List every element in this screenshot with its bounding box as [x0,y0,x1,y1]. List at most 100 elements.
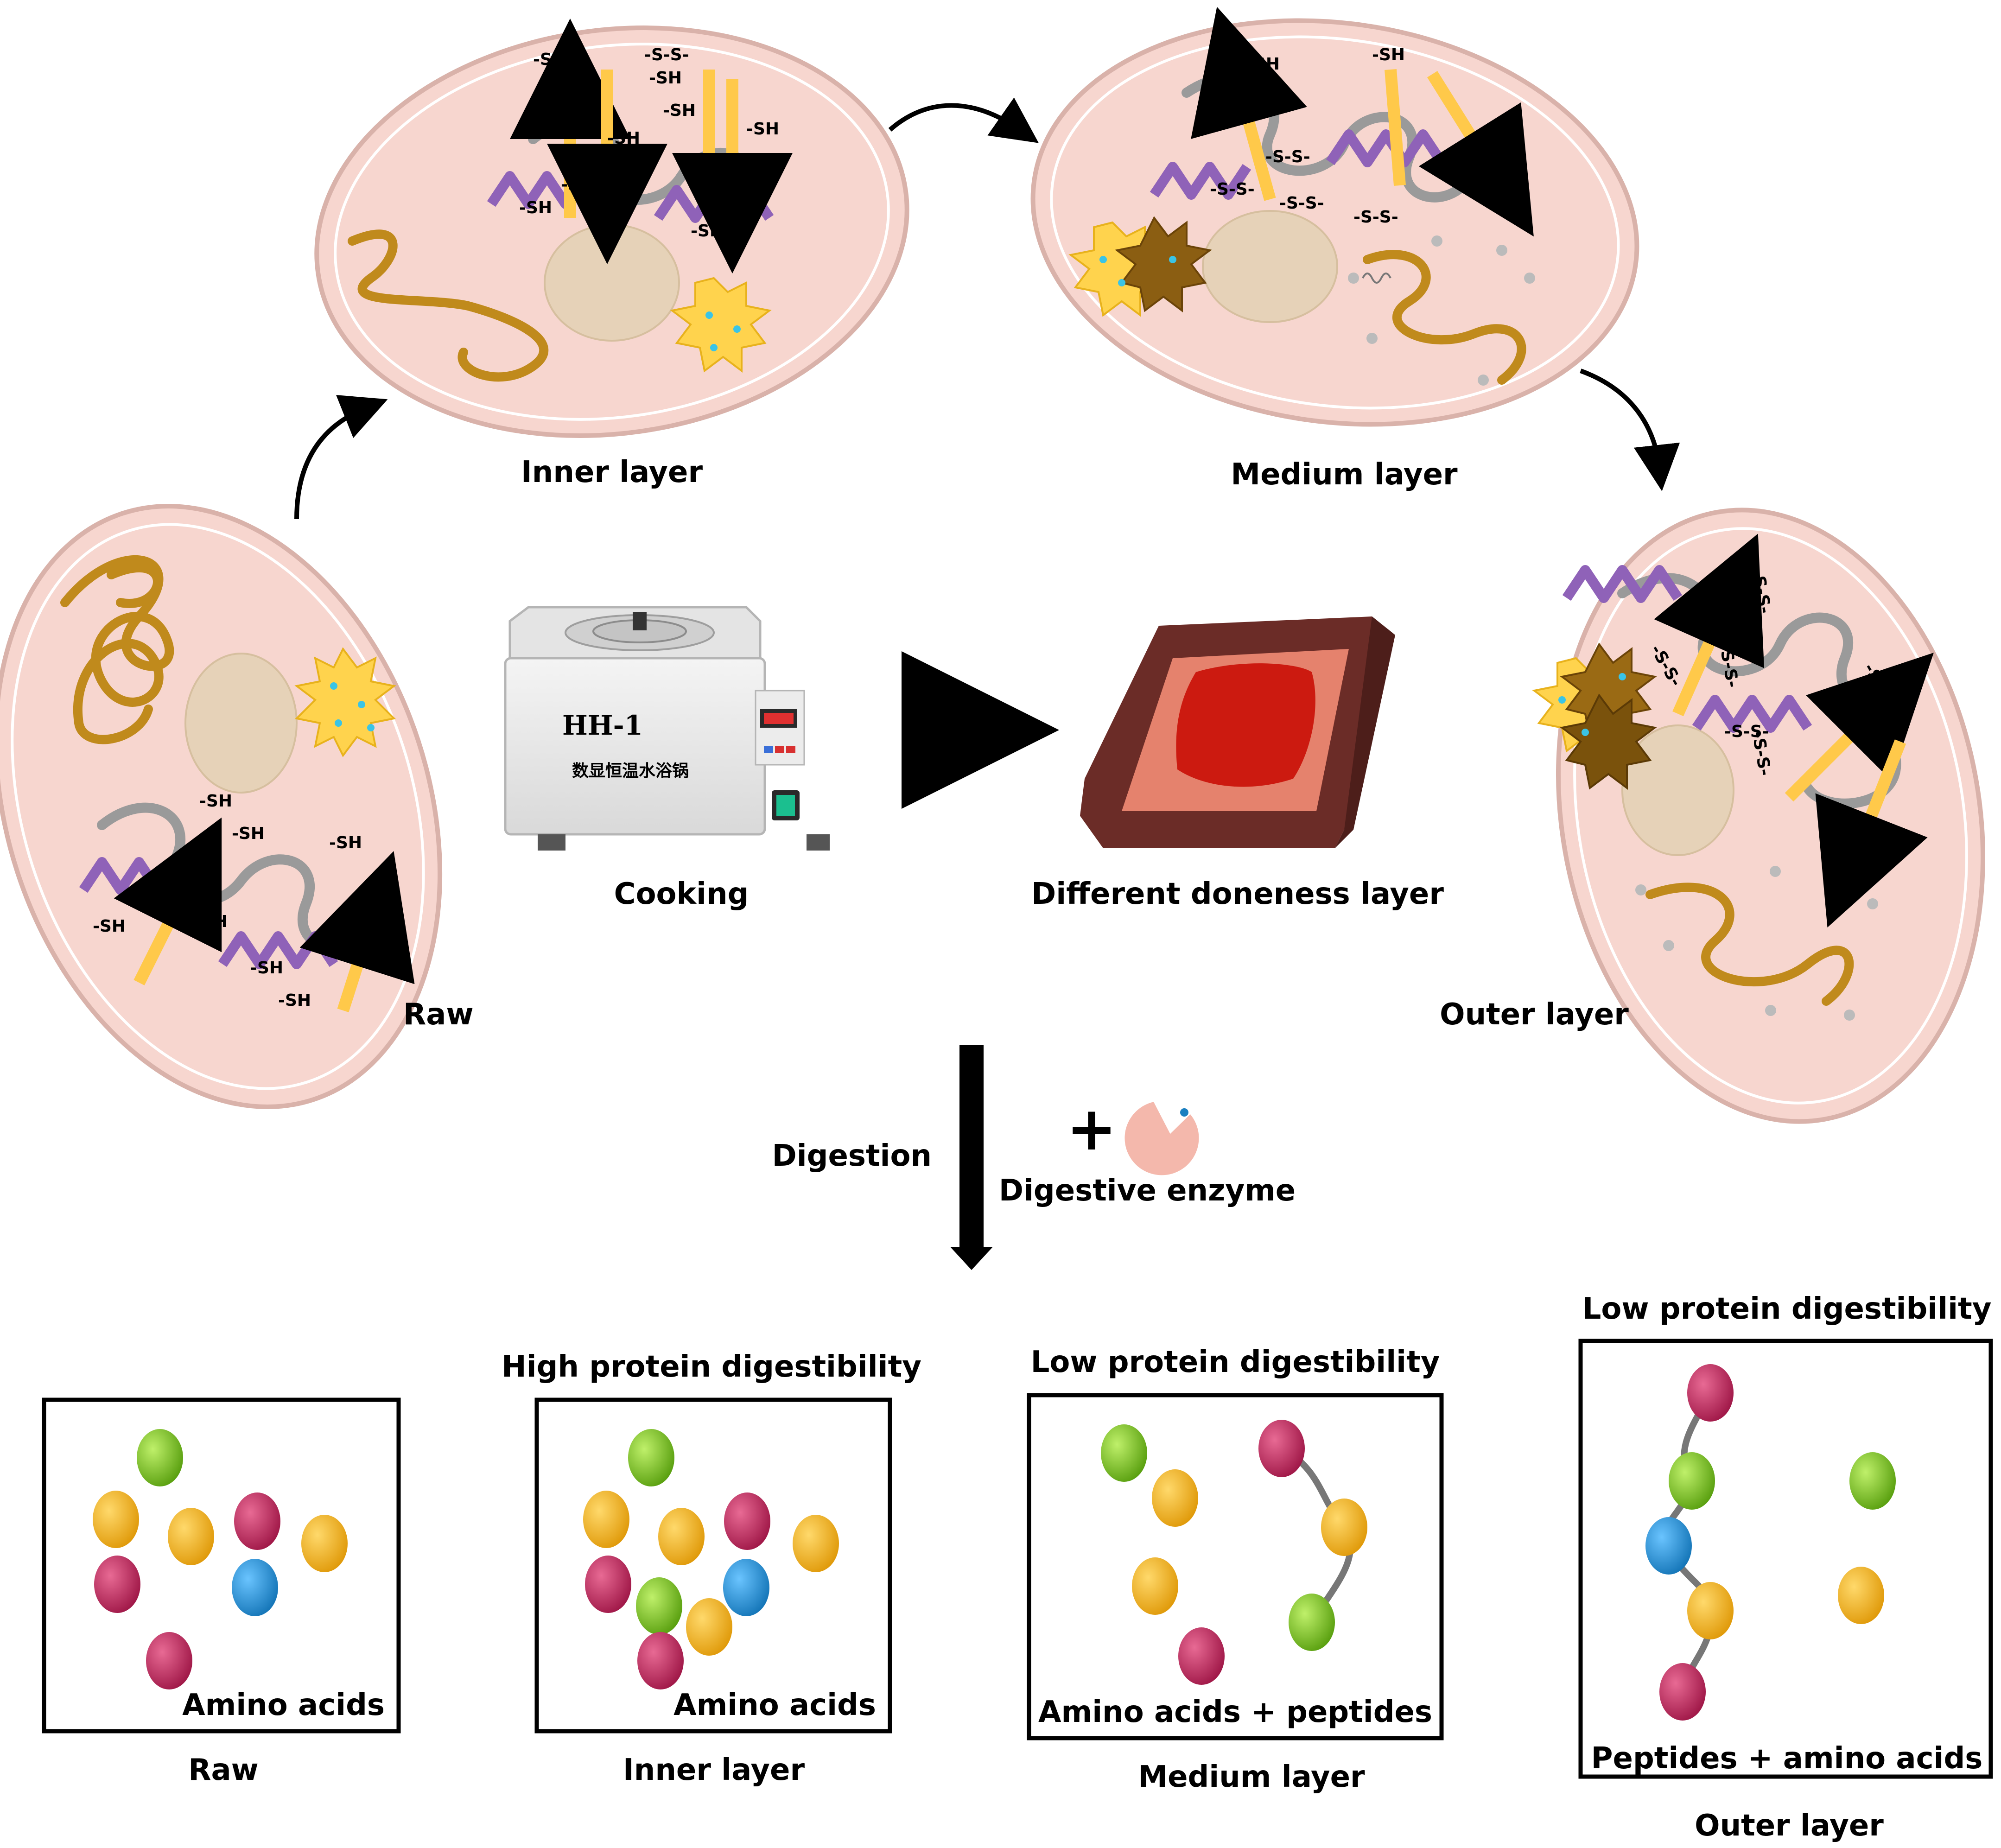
digestibility-header: High protein digestibility [502,1350,921,1384]
amino-acid-orange [1132,1557,1178,1615]
amino-acid-blue [723,1559,769,1616]
result-raw: Amino acids Raw [42,1397,401,1787]
meat-doneness-illustration: Different doneness layer [1031,616,1444,911]
result-box [1027,1393,1444,1740]
amino-acid-cluster [93,1429,348,1689]
thiol-bond-label: -SH [250,959,283,978]
amino-acid-orange [1152,1469,1198,1527]
nucleus [1621,724,1734,856]
disulfide-bond-label: -S-S- [644,45,689,64]
thiol-bond-label: -SH [329,833,362,852]
cell-inner-ring [1050,35,1620,410]
thiol-bond-label: -SH [663,101,696,120]
amino-acid-green [1101,1424,1147,1482]
digestion-arrow-head [950,1247,993,1270]
digestion-step: Digestion + Digestive enzyme [772,1045,1296,1270]
lipid-droplet [294,647,396,757]
display-digits [764,713,794,724]
amino-acid-orange [168,1508,214,1565]
amino-acid-cluster [1838,1452,1896,1624]
nucleus [544,224,680,342]
amino-acid-green [137,1429,183,1486]
bath-foot [807,834,830,851]
oxidized-protein-strand [1635,866,1878,1021]
result-box [534,1397,892,1734]
bath-foot [538,834,565,851]
digestive-enzyme-label: Digestive enzyme [999,1174,1296,1208]
thiol-bond-label: -SH [746,120,779,139]
digestibility-header: Low protein digestibility [1582,1292,1992,1326]
disulfide-bond-label: -S-S- [1247,92,1292,111]
result-caption: Inner layer [623,1753,805,1787]
cell-label-outer: Outer layer [1440,997,1629,1032]
thiol-bond-label: -SH [561,175,594,194]
amino-acid-red [1687,1364,1734,1422]
folded-protein [1150,6,1534,237]
amino-acid-orange [1838,1567,1884,1624]
disulfide-bond-label: -S-S- [1849,718,1894,737]
amino-acid-red [1659,1663,1706,1721]
digestibility-header: Low protein digestibility [1031,1345,1440,1379]
tangled-protein-strand [60,555,174,744]
bath-model-label: HH-1 [562,710,643,741]
amino-acid-orange [658,1508,705,1565]
power-switch-rocker [776,795,795,816]
cell-medium: -SH -SH -S-S- -S-S- -S-S- -S-S- -S-S- Me… [1030,6,1639,492]
amino-acid-blue [232,1559,278,1616]
arrow-medium-to-outer [1580,368,1680,491]
oxidized-lipid [1532,642,1657,790]
cell-inner: -SH -SH -SH -SH -SH -SH -SH -SH -SH -S-S… [314,19,909,489]
result-box [1578,1339,1993,1779]
meat-inner-layer [1176,663,1315,787]
cell-membrane [0,504,443,1109]
thiol-bond-label: -SH [199,792,232,811]
arrow-raw-to-inner [294,395,388,520]
amino-acid-red [585,1556,631,1613]
disulfide-bond-label: -S-S- [1279,194,1324,213]
result-medium: Low protein digestibility Amino acids + … [1027,1345,1444,1794]
lipid-droplet [670,277,772,373]
amino-acid-cluster [583,1429,839,1689]
plus-sign: + [1067,1093,1117,1164]
doneness-label: Different doneness layer [1031,877,1444,911]
meat-side-face [1335,616,1395,848]
thiol-bond-label: -SH [1372,45,1405,64]
amino-acid-orange [1321,1499,1367,1556]
result-caption: Raw [188,1753,259,1787]
disulfide-bond-label: -S-S- [1724,722,1769,741]
thiol-bond-label: -SH [93,917,126,936]
amino-acid-green [628,1429,674,1486]
disulfide-bond-label: -S-S- [1265,147,1310,166]
enzyme-eye [1180,1108,1188,1117]
result-content-label: Amino acids [182,1688,385,1722]
thiol-bond-label: -SH [519,198,552,217]
amino-acid-red [637,1632,684,1689]
cell-raw: -SH -SH -SH -SH -SH -SH -SH -SH Raw [0,504,474,1109]
result-caption: Medium layer [1138,1760,1365,1794]
amino-acid-red [94,1556,140,1613]
amino-acid-green [636,1577,682,1635]
result-outer: Low protein digestibility Peptides + ami… [1578,1292,1993,1843]
disulfide-bond-label: -S-S- [1210,180,1255,199]
amino-acid-orange [93,1491,139,1548]
amino-acid-orange [686,1598,732,1656]
cell-label-inner: Inner layer [521,455,703,489]
amino-acid-red [724,1492,770,1550]
folded-protein [487,19,793,273]
folded-protein [79,802,415,1012]
amino-acid-red [1258,1420,1305,1477]
disulfide-bond-label: -S-S- [1353,208,1398,227]
amino-acid-orange [1687,1582,1734,1639]
amino-acid-red [234,1492,280,1550]
thiol-bond-label: -SH [195,912,228,931]
amino-acid-red [1178,1627,1225,1685]
nucleus [1202,210,1338,323]
panel-button [786,746,795,753]
cell-outer: -S-S- -S-S- -S-S- -S-S- -S-S- -S-S- -S-S… [1440,508,1985,1124]
thiol-bond-label: -SH [607,129,640,148]
amino-acid-green [1849,1452,1896,1510]
digestion-label: Digestion [772,1139,932,1173]
result-content-label: Peptides + amino acids [1591,1741,1983,1776]
digestion-arrow-shaft [959,1045,984,1249]
